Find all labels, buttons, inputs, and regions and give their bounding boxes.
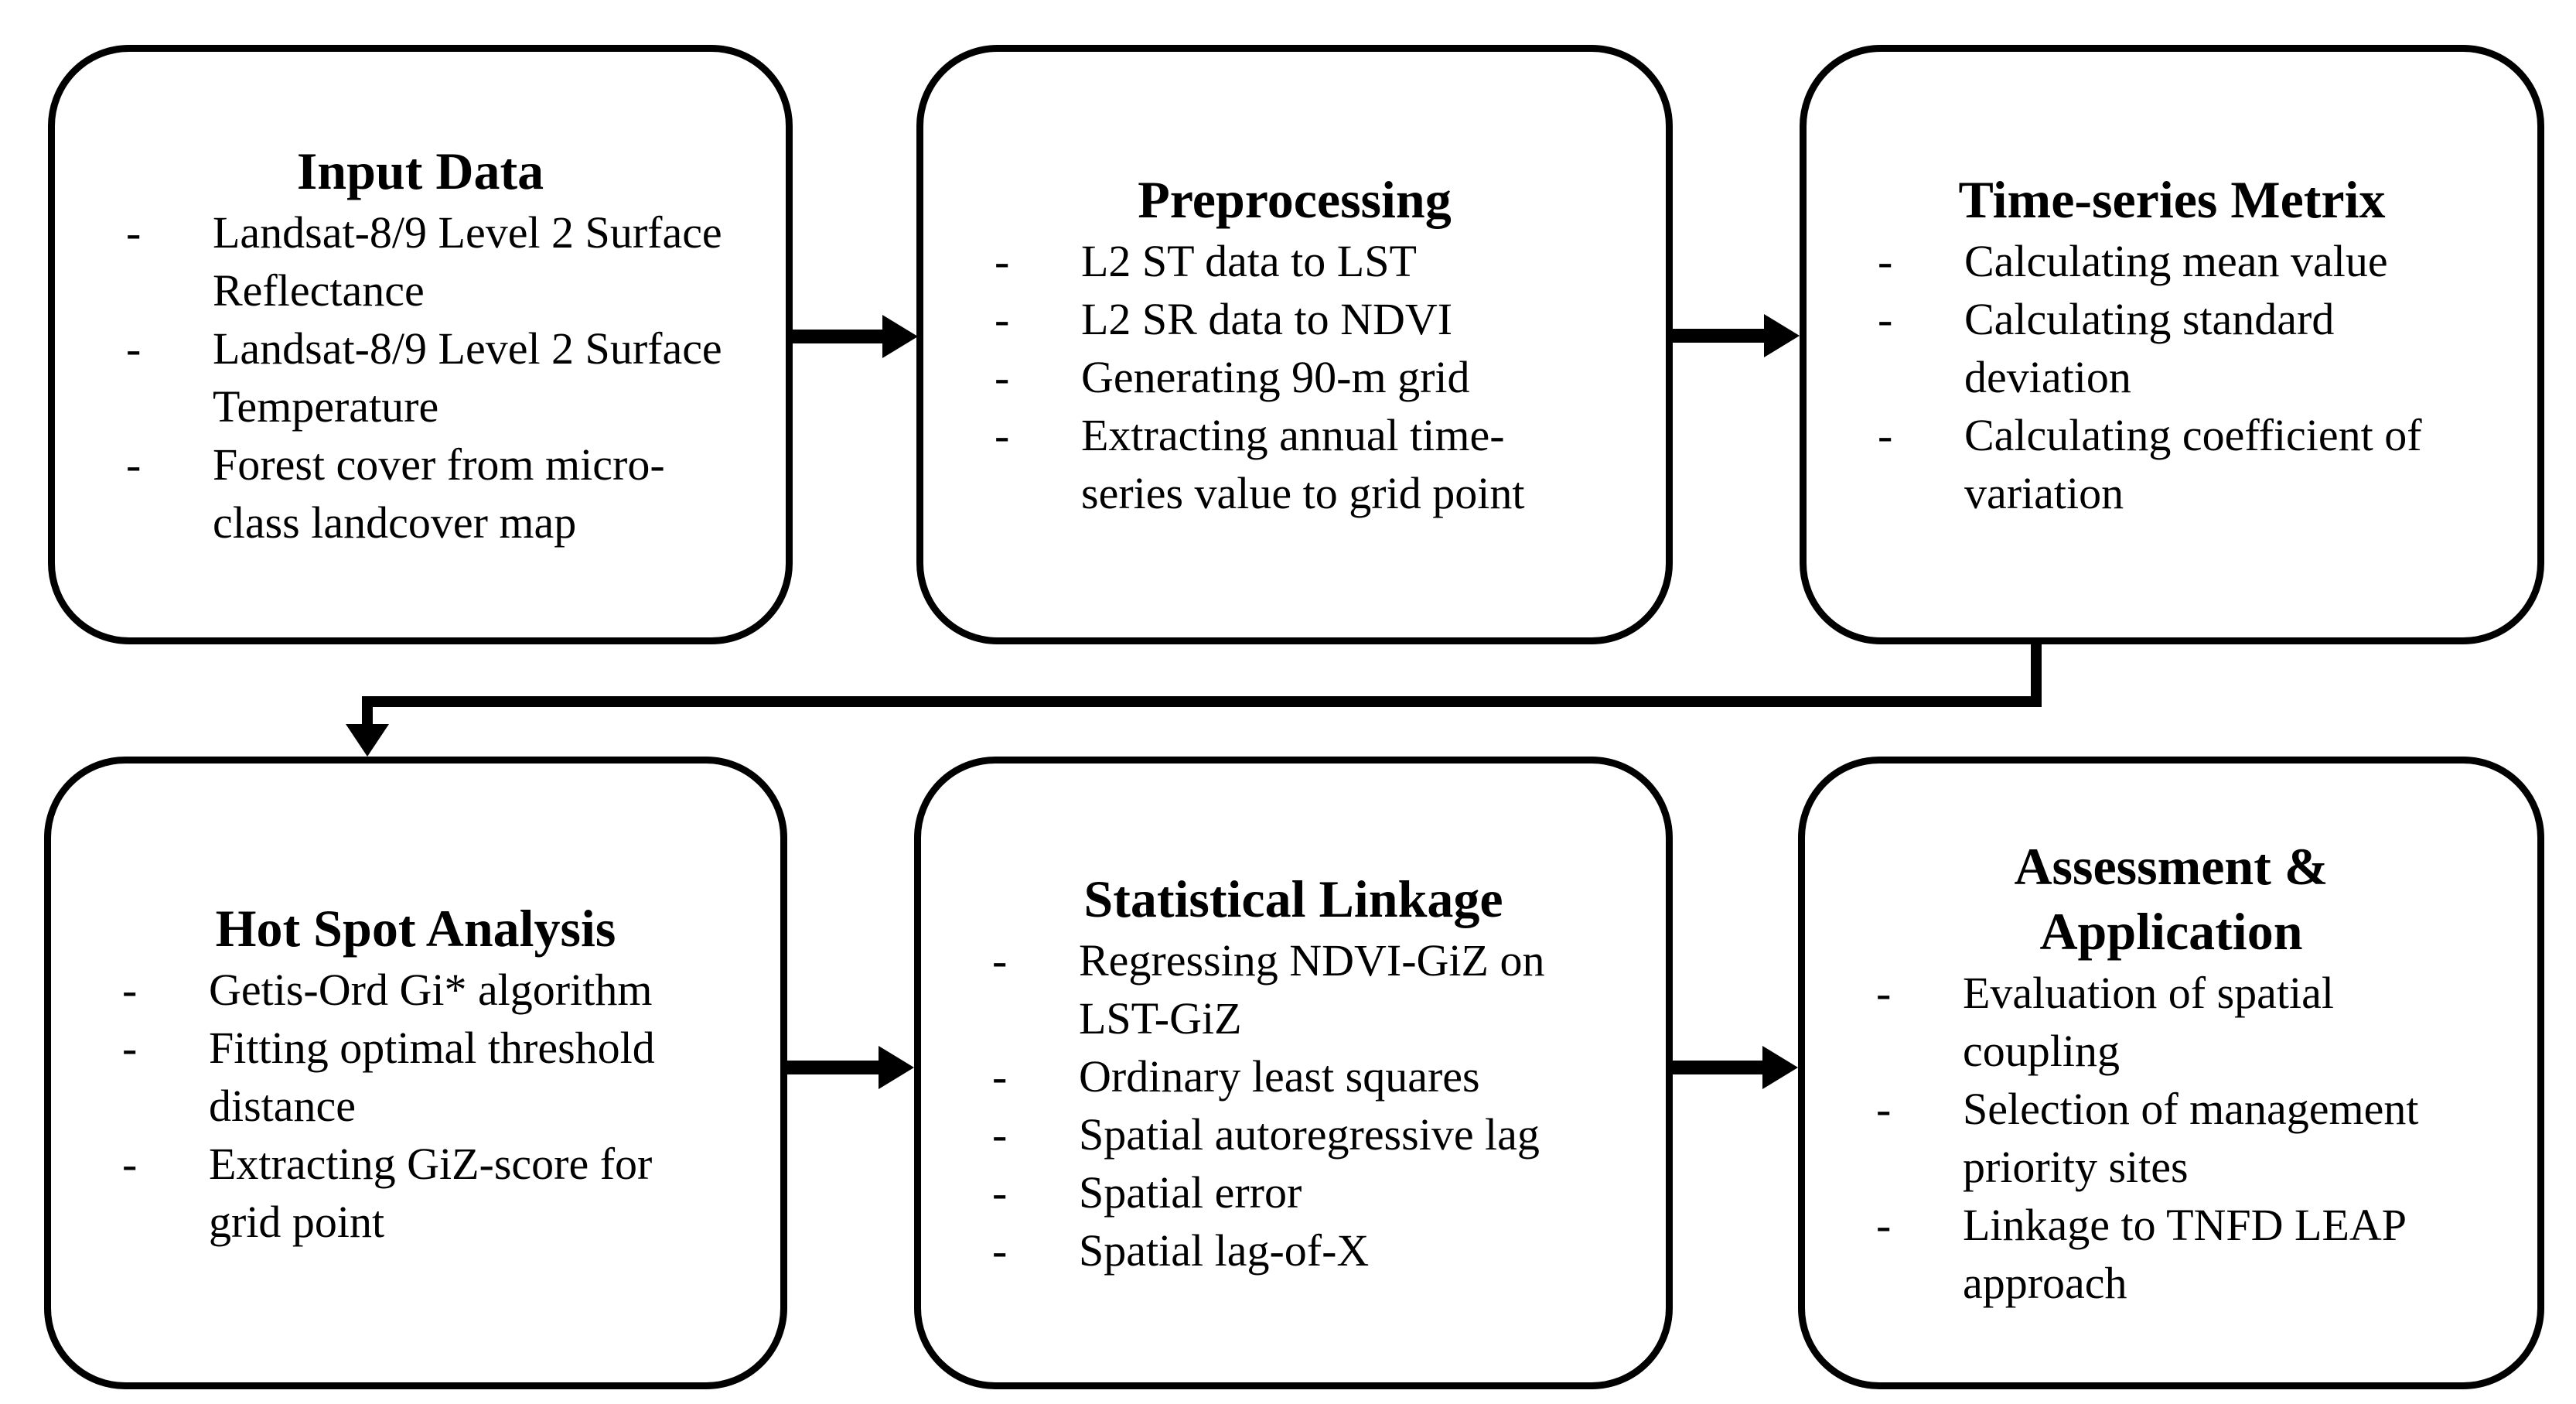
- list-item: - L2 ST data to LST: [947, 232, 1643, 290]
- list-item-text: Spatial autoregressive lag: [1079, 1109, 1540, 1160]
- arrow-shaft: [1673, 329, 1769, 343]
- box-title: Hot Spot Analysis: [215, 898, 616, 958]
- list-item: - Calculating standard deviation: [1830, 290, 2514, 406]
- list-item: - Spatial autoregressive lag: [944, 1105, 1643, 1163]
- box-title: Input Data: [296, 141, 544, 200]
- bullet-dash: -: [992, 1225, 1008, 1276]
- list-item: - Linkage to TNFD LEAP approach: [1828, 1196, 2514, 1312]
- list-item-text: L2 ST data to LST: [1081, 236, 1417, 286]
- bullet-dash: -: [122, 1022, 138, 1073]
- list-item-text: Landsat-8/9 Level 2 Surface Temperature: [213, 323, 722, 432]
- bullet-dash: -: [992, 1109, 1008, 1160]
- list-item-text: Regressing NDVI-GiZ on LST-GiZ: [1079, 935, 1545, 1044]
- box-content: Preprocessing - L2 ST data to LST - L2 S…: [923, 52, 1666, 637]
- bullet-dash: -: [995, 410, 1010, 460]
- list-item: - Forest cover from micro- class landcov…: [78, 436, 763, 552]
- list-item: - Evaluation of spatial coupling: [1828, 964, 2514, 1080]
- list-item: - Extracting annual time- series value t…: [947, 406, 1643, 522]
- flow-box-input-data: Input Data - Landsat-8/9 Level 2 Surface…: [48, 45, 793, 644]
- bullet-dash: -: [126, 207, 142, 258]
- list-item: - Selection of management priority sites: [1828, 1080, 2514, 1196]
- bullet-dash: -: [995, 236, 1010, 286]
- bullet-dash: -: [122, 1138, 138, 1189]
- list-item-text: Calculating coefficient of variation: [1964, 410, 2422, 518]
- list-item-text: Forest cover from micro- class landcover…: [213, 439, 665, 548]
- bullet-dash: -: [995, 294, 1010, 344]
- list-item: - Landsat-8/9 Level 2 Surface Temperatur…: [78, 319, 763, 436]
- flow-box-preprocessing: Preprocessing - L2 ST data to LST - L2 S…: [916, 45, 1673, 644]
- arrow-hotspot-to-linkage-icon: [787, 1046, 914, 1089]
- list-item-text: L2 SR data to NDVI: [1081, 294, 1453, 344]
- box-content: Time-series Metrix - Calculating mean va…: [1807, 52, 2537, 637]
- bullet-dash: -: [992, 1051, 1008, 1102]
- arrow-head: [882, 315, 918, 358]
- list-item-text: Ordinary least squares: [1079, 1051, 1480, 1102]
- flow-box-statistical-linkage: Statistical Linkage - Regressing NDVI-Gi…: [914, 757, 1673, 1389]
- bullet-dash: -: [1876, 1084, 1892, 1134]
- list-item: - Regressing NDVI-GiZ on LST-GiZ: [944, 931, 1643, 1047]
- list-item-text: Selection of management priority sites: [1963, 1084, 2419, 1192]
- box-content: Statistical Linkage - Regressing NDVI-Gi…: [921, 763, 1666, 1382]
- list-item-text: Spatial lag-of-X: [1079, 1225, 1370, 1276]
- list-item: - Spatial error: [944, 1163, 1643, 1221]
- list-item: - Fitting optimal threshold distance: [74, 1019, 757, 1135]
- list-item: - Calculating coefficient of variation: [1830, 406, 2514, 522]
- box-title: Assessment & Application: [2014, 837, 2329, 961]
- list-item-text: Linkage to TNFD LEAP approach: [1963, 1200, 2407, 1308]
- list-item: - L2 SR data to NDVI: [947, 290, 1643, 348]
- arrow-head: [1764, 314, 1800, 357]
- list-item: - Calculating mean value: [1830, 232, 2514, 290]
- box-content: Assessment & Application - Evaluation of…: [1805, 763, 2537, 1382]
- box-title: Time-series Metrix: [1958, 170, 2386, 229]
- box-title: Statistical Linkage: [1083, 869, 1503, 928]
- list-item: - Ordinary least squares: [944, 1047, 1643, 1105]
- arrow-head: [879, 1046, 914, 1089]
- bullet-dash: -: [126, 323, 142, 374]
- list-item-text: Calculating standard deviation: [1964, 294, 2335, 402]
- elbow-connector-arrow-head: [346, 724, 389, 757]
- bullet-dash: -: [1878, 410, 1893, 460]
- arrow-preprocessing-to-metrix-icon: [1673, 314, 1800, 357]
- bullet-dash: -: [122, 964, 138, 1015]
- arrow-input-to-preprocessing-icon: [793, 315, 918, 358]
- list-item-text: Landsat-8/9 Level 2 Surface Reflectance: [213, 207, 722, 316]
- bullet-dash: -: [126, 439, 142, 490]
- bullet-dash: -: [1878, 294, 1893, 344]
- bullet-dash: -: [992, 1167, 1008, 1218]
- list-item-text: Evaluation of spatial coupling: [1963, 968, 2334, 1076]
- elbow-connector-down-segment: [2031, 642, 2042, 707]
- box-content: Hot Spot Analysis - Getis-Ord Gi* algori…: [51, 763, 780, 1382]
- arrow-shaft: [787, 1061, 883, 1074]
- list-item: - Spatial lag-of-X: [944, 1221, 1643, 1279]
- elbow-connector-drop-segment: [362, 696, 373, 727]
- arrow-head: [1762, 1046, 1798, 1089]
- bullet-dash: -: [995, 352, 1010, 402]
- bullet-dash: -: [1876, 1200, 1892, 1250]
- arrow-linkage-to-assessment-icon: [1673, 1046, 1798, 1089]
- list-item-text: Spatial error: [1079, 1167, 1302, 1218]
- list-item-text: Getis-Ord Gi* algorithm: [209, 964, 653, 1015]
- box-content: Input Data - Landsat-8/9 Level 2 Surface…: [55, 52, 786, 637]
- list-item: - Generating 90-m grid: [947, 348, 1643, 406]
- list-item: - Landsat-8/9 Level 2 Surface Reflectanc…: [78, 203, 763, 319]
- flow-box-assessment-application: Assessment & Application - Evaluation of…: [1798, 757, 2544, 1389]
- box-title: Preprocessing: [1138, 170, 1452, 229]
- bullet-dash: -: [992, 935, 1008, 986]
- list-item-text: Generating 90-m grid: [1081, 352, 1470, 402]
- list-item-text: Calculating mean value: [1964, 236, 2388, 286]
- flow-box-hot-spot-analysis: Hot Spot Analysis - Getis-Ord Gi* algori…: [44, 757, 787, 1389]
- elbow-connector-horizontal-segment: [362, 696, 2042, 707]
- arrow-shaft: [793, 330, 887, 343]
- list-item-text: Fitting optimal threshold distance: [209, 1022, 655, 1131]
- list-item-text: Extracting GiZ-score for grid point: [209, 1138, 653, 1247]
- arrow-shaft: [1673, 1061, 1767, 1074]
- list-item: - Getis-Ord Gi* algorithm: [74, 961, 757, 1019]
- bullet-dash: -: [1878, 236, 1893, 286]
- list-item: - Extracting GiZ-score for grid point: [74, 1135, 757, 1251]
- flow-box-time-series-metrix: Time-series Metrix - Calculating mean va…: [1800, 45, 2544, 644]
- list-item-text: Extracting annual time- series value to …: [1081, 410, 1525, 518]
- bullet-dash: -: [1876, 968, 1892, 1018]
